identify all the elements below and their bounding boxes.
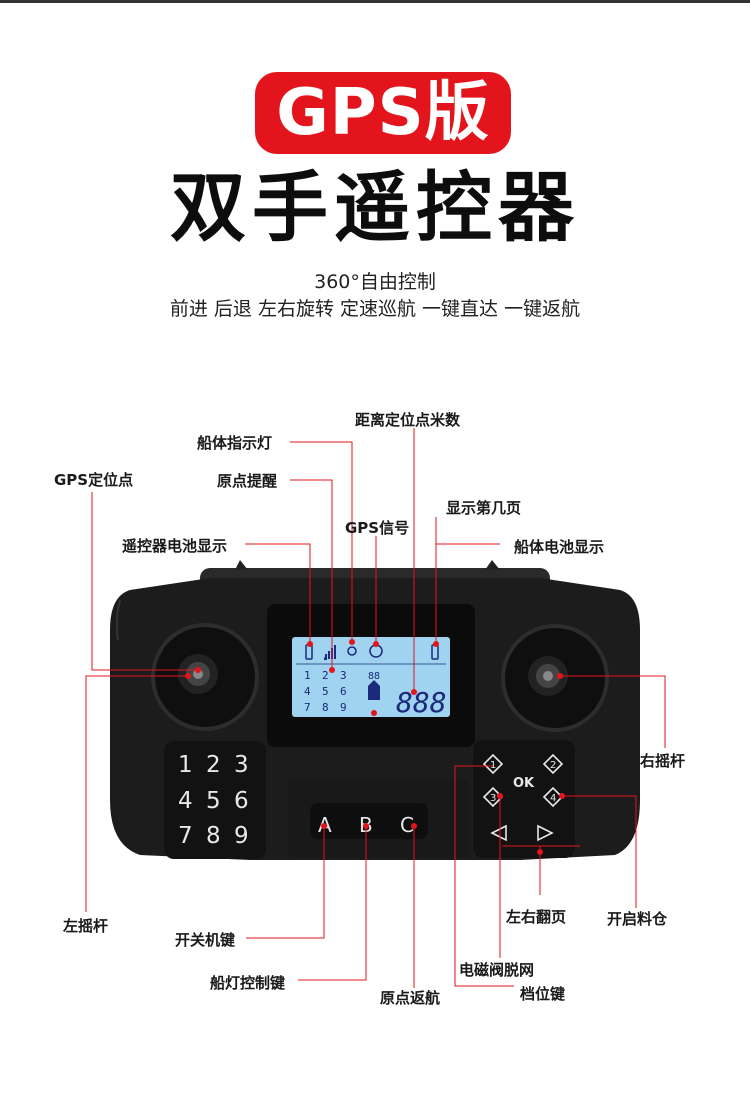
gps-version-badge: GPS版: [255, 72, 511, 154]
label-boat-light: 船体指示灯: [197, 434, 273, 452]
callout-lines: [85, 428, 666, 988]
label-origin-remind: 原点提醒: [217, 472, 278, 490]
label-power-key: 开关机键: [175, 931, 236, 949]
right-joystick: [501, 624, 609, 732]
key-4: 4: [178, 788, 193, 814]
label-right-stick: 右摇杆: [640, 752, 686, 770]
label-remote-battery: 遥控器电池显示: [122, 537, 228, 555]
label-page-turn: 左右翻页: [506, 908, 567, 926]
label-gps-signal: GPS信号: [345, 519, 410, 537]
lcd-page-8: 8: [322, 701, 329, 714]
key-7: 7: [178, 823, 193, 849]
lcd-content: 1 2 3 4 5 6 7 8 9 88 888: [296, 644, 447, 719]
keypad-panel: [164, 741, 266, 859]
subtitle-control: 360°自由控制: [314, 271, 436, 293]
lcd-page-4: 4: [304, 685, 311, 698]
abc-panel: [310, 803, 428, 839]
gear-key-3: 3: [490, 793, 496, 804]
key-3: 3: [234, 752, 249, 778]
key-6: 6: [234, 788, 249, 814]
gear-key-2: 2: [550, 760, 556, 771]
lcd-page-2: 2: [322, 669, 329, 682]
label-light-key: 船灯控制键: [210, 974, 286, 992]
key-8: 8: [206, 823, 221, 849]
label-gear-key: 档位键: [520, 985, 566, 1003]
label-distance: 距离定位点米数: [355, 411, 461, 429]
lcd-distance-digits: 888: [396, 686, 447, 719]
label-left-stick: 左摇杆: [63, 917, 109, 935]
key-2: 2: [206, 752, 221, 778]
lcd-small-digits: 88: [368, 671, 380, 682]
label-return-origin: 原点返航: [380, 989, 441, 1007]
subtitle-features: 前进 后退 左右旋转 定速巡航 一键直达 一键返航: [169, 298, 581, 320]
gear-key-1: 1: [490, 760, 496, 771]
label-solenoid: 电磁阀脱网: [459, 961, 535, 979]
page-title: 双手遥控器: [170, 163, 580, 252]
ok-key: OK: [513, 776, 535, 791]
label-boat-battery: 船体电池显示: [514, 538, 605, 556]
key-c: C: [400, 813, 414, 837]
lcd-page-6: 6: [340, 685, 347, 698]
label-page-shown: 显示第几页: [446, 499, 522, 517]
key-9: 9: [234, 823, 249, 849]
callout-dots: [185, 639, 565, 855]
label-gps-point: GPS定位点: [54, 471, 134, 489]
gear-key-4: 4: [550, 793, 556, 804]
key-5: 5: [206, 788, 221, 814]
label-open-bin: 开启料仓: [607, 910, 668, 928]
lcd-page-3: 3: [340, 669, 347, 682]
lcd-page-9: 9: [340, 701, 347, 714]
key-1: 1: [178, 752, 193, 778]
lcd-page-5: 5: [322, 685, 329, 698]
top-divider: [0, 0, 750, 3]
lcd-page-7: 7: [304, 701, 311, 714]
lcd-page-1: 1: [304, 669, 311, 682]
left-joystick: [151, 623, 259, 731]
